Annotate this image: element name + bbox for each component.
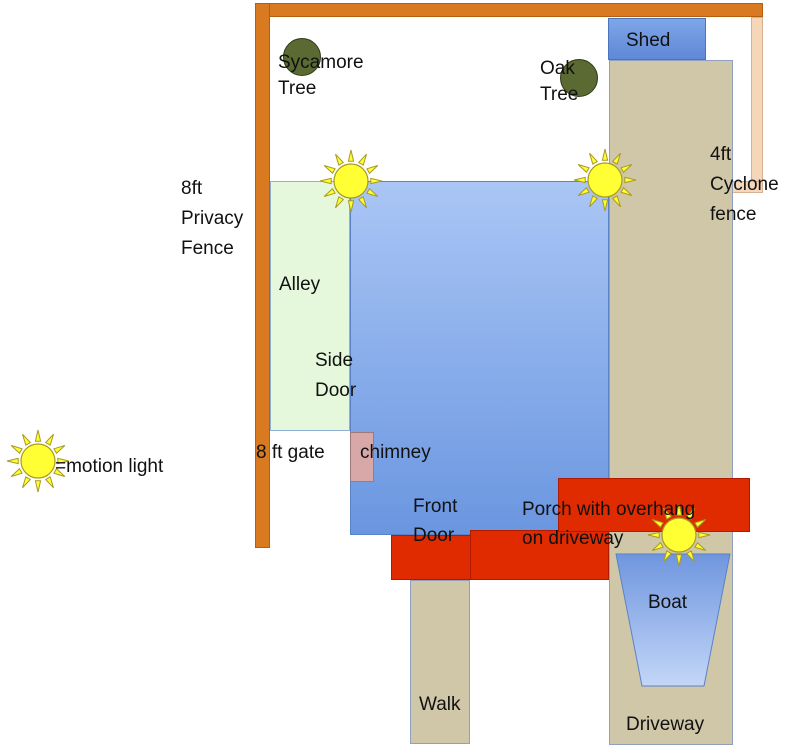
privacy-fence-label: 8ft Privacy Fence <box>181 178 244 259</box>
sycamore-tree <box>283 38 321 76</box>
porch-label: Porch with overhang on driveway <box>522 499 696 549</box>
top-privacy-fence <box>255 3 763 17</box>
walk-label: Walk <box>419 694 461 715</box>
chimney-label: chimney <box>360 442 431 463</box>
walk <box>410 580 470 744</box>
cyclone-fence-label: 4ft Cyclone fence <box>710 144 779 225</box>
left-privacy-fence <box>255 3 270 548</box>
chimney <box>350 432 374 482</box>
motion-light-icon <box>319 149 383 213</box>
gate-label: 8 ft gate <box>256 442 325 463</box>
oak-tree <box>560 59 598 97</box>
driveway-label: Driveway <box>626 714 705 735</box>
oak-label: Oak Tree <box>540 58 579 105</box>
shed <box>608 18 706 60</box>
porch-overhang <box>558 478 750 532</box>
motion-light-icon <box>647 503 711 567</box>
side-door-label: Side Door <box>315 350 357 401</box>
front-step <box>391 535 471 580</box>
porch-lower <box>470 530 609 580</box>
alley-label: Alley <box>279 274 321 295</box>
boat-label: Boat <box>648 592 688 613</box>
legend-motion-light-icon <box>6 429 70 493</box>
legend-label: =motion light <box>55 456 164 477</box>
shed-label: Shed <box>626 30 671 51</box>
sycamore-label: Sycamore Tree <box>278 52 364 99</box>
front-door-label: Front Door <box>413 496 458 546</box>
motion-light-icon <box>573 148 637 212</box>
boat <box>615 553 731 687</box>
alley <box>270 181 350 431</box>
